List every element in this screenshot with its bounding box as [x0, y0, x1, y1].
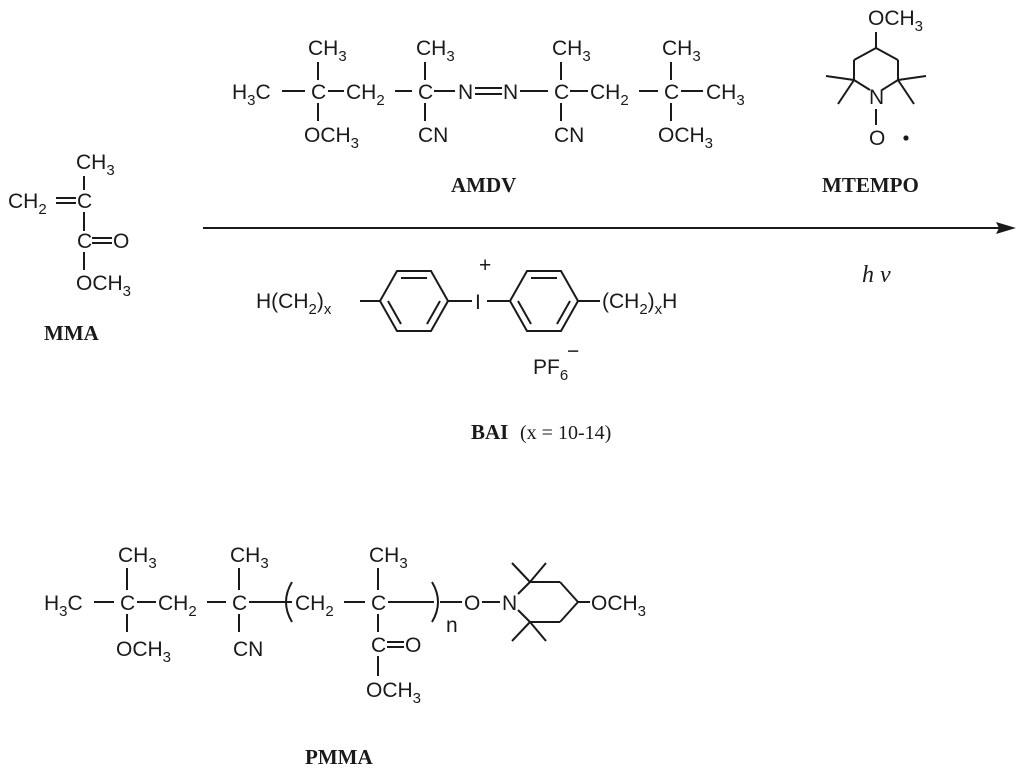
pmma-repeat-n: n [446, 614, 458, 637]
amdv-ch3-top-2: CH3 [416, 37, 455, 65]
pmma-h3c: H3C [44, 592, 83, 620]
pmma-bracket-left [285, 581, 293, 623]
pmma-carbon-2: C [232, 592, 247, 615]
amdv-och3-1: OCH3 [304, 124, 359, 152]
mtempo-oxygen: O [869, 127, 885, 150]
amdv-ch2-2: CH2 [590, 81, 629, 109]
bai-right-chain: (CH2)xH [602, 290, 677, 318]
mma-structure: CH3 CH2 C C O OCH3 MMA [8, 151, 131, 345]
bai-label: BAI [471, 420, 508, 444]
amdv-cn-2: CN [554, 124, 584, 147]
mma-label: MMA [44, 321, 100, 345]
amdv-ch3-top-1: CH3 [308, 37, 347, 65]
bai-counterion: PF6 [533, 356, 568, 384]
bai-left-benzene-ring [378, 270, 450, 332]
bai-left-chain: H(CH2)x [256, 290, 332, 318]
amdv-azo-n-2: N [503, 81, 518, 104]
amdv-ch2-1: CH2 [346, 81, 385, 109]
amdv-ch3-top-4: CH3 [662, 37, 701, 65]
amdv-ch3-top-3: CH3 [552, 37, 591, 65]
pmma-och3-1: OCH3 [116, 638, 171, 666]
pmma-och3-end: OCH3 [591, 592, 646, 620]
amdv-ch3-end: CH3 [706, 81, 745, 109]
pmma-ch3-top-1: CH3 [118, 544, 157, 572]
pmma-ch3-top-2: CH3 [230, 544, 269, 572]
mma-carbon: C [77, 190, 92, 213]
pmma-carbon-3: C [371, 592, 386, 615]
pmma-piperidine-ring [511, 562, 579, 642]
amdv-label: AMDV [451, 173, 516, 197]
amdv-carbon-3: C [554, 81, 569, 104]
mtempo-radical-dot [903, 135, 909, 141]
pmma-cn: CN [233, 638, 263, 661]
mma-och3: OCH3 [76, 272, 131, 300]
amdv-cn-1: CN [418, 124, 448, 147]
amdv-carbon-2: C [418, 81, 433, 104]
pmma-ch2-2: CH2 [295, 592, 334, 620]
pmma-bracket-right [431, 581, 439, 623]
pmma-carbonyl-carbon: C [371, 634, 386, 657]
bai-counterion-charge: − [567, 340, 579, 363]
bai-right-benzene-ring [508, 270, 580, 332]
amdv-h3c: H3C [232, 81, 271, 109]
amdv-azo-n-1: N [458, 81, 473, 104]
pmma-oxygen: O [464, 592, 480, 615]
pmma-nitrogen: N [502, 592, 517, 615]
amdv-carbon-1: C [311, 81, 326, 104]
mma-carbonyl-carbon: C [77, 230, 92, 253]
pmma-structure: CH3 CH3 CH3 H3C C CH2 C CH2 C n O N [44, 544, 646, 769]
bai-cation-charge: + [479, 254, 491, 277]
pmma-ch3-top-3: CH3 [369, 544, 408, 572]
bai-condition: (x = 10-14) [520, 422, 611, 444]
reaction-arrow [203, 222, 1016, 234]
pmma-label: PMMA [305, 745, 373, 769]
reaction-condition-hv: h ν [862, 262, 891, 288]
pmma-och3-ester: OCH3 [366, 679, 421, 707]
pmma-ch2-1: CH2 [158, 592, 197, 620]
amdv-carbon-4: C [664, 81, 679, 104]
amdv-och3-2: OCH3 [658, 124, 713, 152]
mma-ch3: CH3 [76, 151, 115, 179]
mtempo-label: MTEMPO [822, 173, 919, 197]
bai-structure: H(CH2)x I + (CH2)xH PF6 − BAI (x = 10-14… [256, 254, 677, 444]
pmma-carbon-1: C [120, 592, 135, 615]
mma-ch2: CH2 [8, 190, 47, 218]
mtempo-structure: OCH3 N O MTEMPO [822, 7, 927, 197]
bai-iodine: I [475, 291, 481, 314]
mma-carbonyl-oxygen: O [113, 230, 129, 253]
pmma-carbonyl-oxygen: O [405, 634, 421, 657]
amdv-structure: CH3 CH3 CH3 CH3 H3C C CH2 C N N C CH2 C … [232, 37, 745, 197]
mtempo-nitrogen: N [869, 86, 884, 109]
mtempo-och3: OCH3 [868, 7, 923, 35]
